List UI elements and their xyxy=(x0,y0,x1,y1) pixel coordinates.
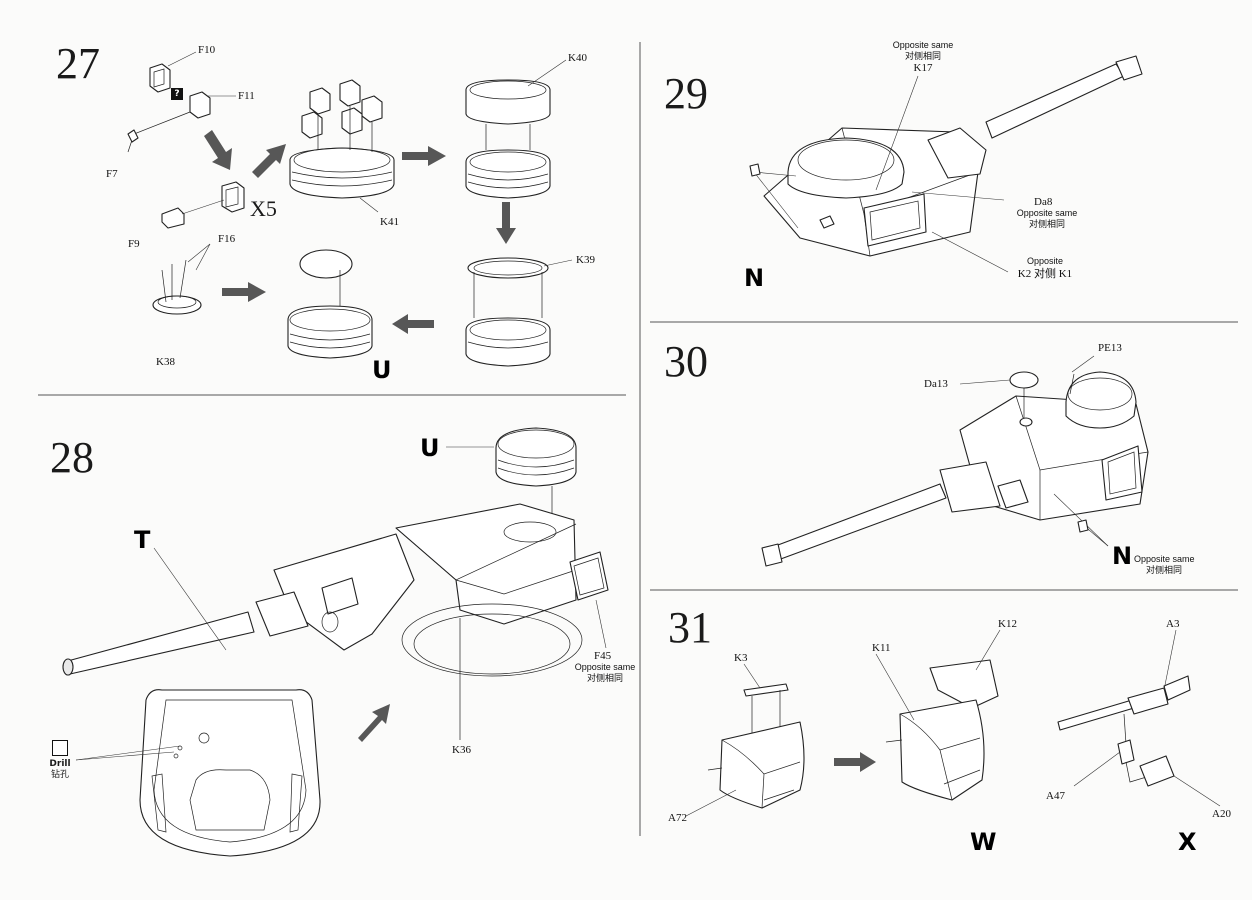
note-icon: ? xyxy=(171,88,183,100)
label-n-opposite-en: Opposite same xyxy=(1134,554,1195,564)
step30-parts xyxy=(761,355,1149,567)
label-k17: K17 xyxy=(913,62,933,74)
label-f7: F7 xyxy=(106,168,118,180)
label-a72: A72 xyxy=(668,812,687,824)
step-number-28: 28 xyxy=(50,433,94,482)
step27-parts xyxy=(127,51,573,367)
label-a3: A3 xyxy=(1166,618,1180,630)
label-k12: K12 xyxy=(998,618,1017,630)
label-n-opposite-cn: 对侧相同 xyxy=(1146,565,1183,575)
assembly-n-ref-29: N xyxy=(744,264,765,292)
drill-label-cn: 钻孔 xyxy=(50,770,69,780)
label-k36: K36 xyxy=(452,744,471,756)
label-f9: F9 xyxy=(128,238,140,250)
label-k41: K41 xyxy=(380,216,399,228)
assembly-u-ref: U xyxy=(420,434,440,462)
step-number-29: 29 xyxy=(664,69,708,118)
step29-parts xyxy=(749,55,1143,273)
label-k39: K39 xyxy=(576,254,595,266)
label-da8-opposite-cn: 对侧相同 xyxy=(1028,219,1065,229)
step-number-31: 31 xyxy=(668,603,712,652)
label-a20: A20 xyxy=(1212,808,1231,820)
label-k3: K3 xyxy=(734,652,748,664)
label-k17-opposite-en: Opposite same xyxy=(892,40,954,50)
label-k11: K11 xyxy=(872,642,891,654)
label-f11: F11 xyxy=(238,90,255,102)
assembly-n-ref-30: N xyxy=(1112,542,1133,570)
drill-label-en: Drill xyxy=(49,759,71,769)
label-f10: F10 xyxy=(198,44,216,56)
step28-parts xyxy=(62,427,609,857)
step-number-27: 27 xyxy=(56,39,100,88)
label-da8: Da8 xyxy=(1034,196,1053,208)
label-k17-opposite-cn: 对侧相同 xyxy=(904,51,941,61)
label-a47: A47 xyxy=(1046,790,1065,802)
label-pe13: PE13 xyxy=(1098,342,1122,354)
label-k2-k1: K2 对侧 K1 xyxy=(1017,268,1073,280)
step-number-30: 30 xyxy=(664,337,708,386)
label-f45: F45 xyxy=(594,650,612,662)
label-f45-opposite-en: Opposite same xyxy=(574,662,636,672)
label-da8-opposite-en: Opposite same xyxy=(1016,208,1078,218)
assembly-u-result: U xyxy=(372,356,392,384)
label-k2-opposite-en: Opposite xyxy=(1026,256,1064,266)
label-k38: K38 xyxy=(156,356,175,368)
label-da13: Da13 xyxy=(924,378,948,390)
drill-icon xyxy=(52,740,68,756)
step31-parts xyxy=(685,629,1221,817)
label-k40: K40 xyxy=(568,52,587,64)
label-f45-opposite-cn: 对侧相同 xyxy=(586,673,623,683)
label-f16: F16 xyxy=(218,233,236,245)
assembly-w-result: W xyxy=(970,828,997,856)
multiplier-x5: X5 xyxy=(250,196,277,221)
assembly-x-result: X xyxy=(1178,828,1197,856)
assembly-t-ref: T xyxy=(134,526,151,554)
